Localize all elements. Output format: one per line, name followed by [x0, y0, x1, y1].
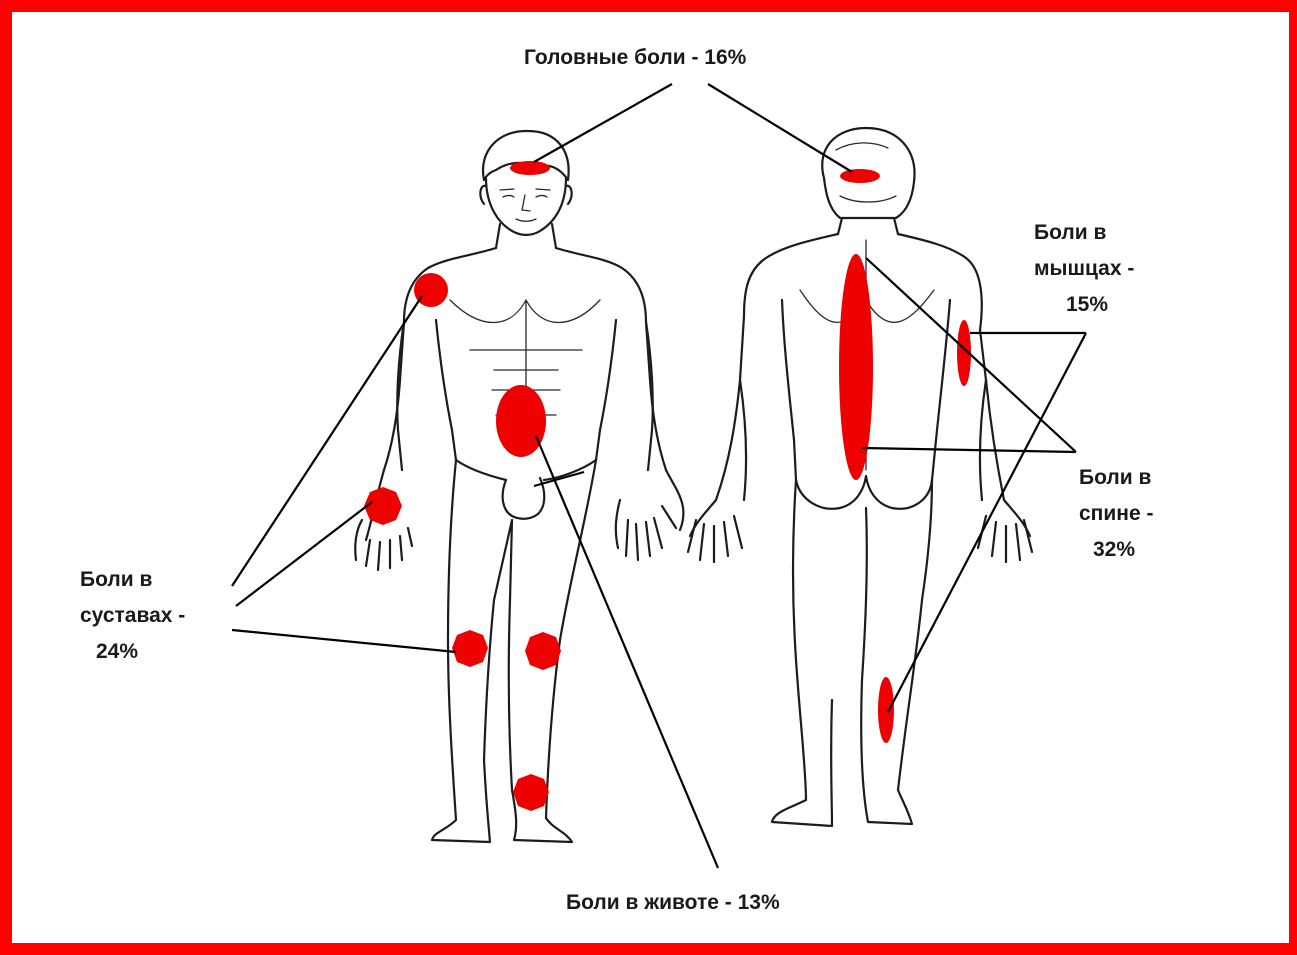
muscle-pain-label-line: Боли в	[1034, 215, 1134, 251]
head-pain-label: Головные боли - 16%	[524, 40, 746, 76]
right-knee-pain-marker	[525, 632, 561, 670]
forehead-pain-marker	[510, 161, 550, 175]
abdomen-pain-marker	[496, 385, 546, 457]
joint-pain-label-line: суставах -	[80, 598, 185, 634]
muscle-pain-label-line: 15%	[1034, 287, 1134, 323]
back-head-pain-marker	[840, 169, 880, 183]
back-body-figure	[688, 128, 1032, 826]
joint-pain-label-line: Боли в	[80, 562, 185, 598]
ankle-pain-marker	[513, 774, 549, 811]
stomach-pain-label: Боли в животе - 13%	[566, 885, 780, 921]
back-pain-label: Боли в спине - 32%	[1079, 460, 1153, 568]
left-knee-pain-marker	[452, 630, 488, 667]
spine-pain-marker	[839, 254, 873, 480]
calf-muscle-pain-marker	[878, 677, 894, 743]
back-pain-label-line: Боли в	[1079, 460, 1153, 496]
wrist-pain-marker	[364, 487, 402, 525]
joint-pain-label-line: 24%	[80, 634, 185, 670]
front-body-figure	[355, 131, 683, 842]
back-pain-label-line: спине -	[1079, 496, 1153, 532]
muscle-pain-label-line: мышцах -	[1034, 251, 1134, 287]
stomach-pain-label-line: Боли в животе - 13%	[566, 885, 780, 921]
leader-lines	[232, 84, 1086, 868]
back-pain-label-line: 32%	[1079, 532, 1153, 568]
joint-pain-label: Боли в суставах - 24%	[80, 562, 185, 670]
muscle-pain-label: Боли в мышцах - 15%	[1034, 215, 1134, 323]
head-pain-label-line: Головные боли - 16%	[524, 40, 746, 76]
